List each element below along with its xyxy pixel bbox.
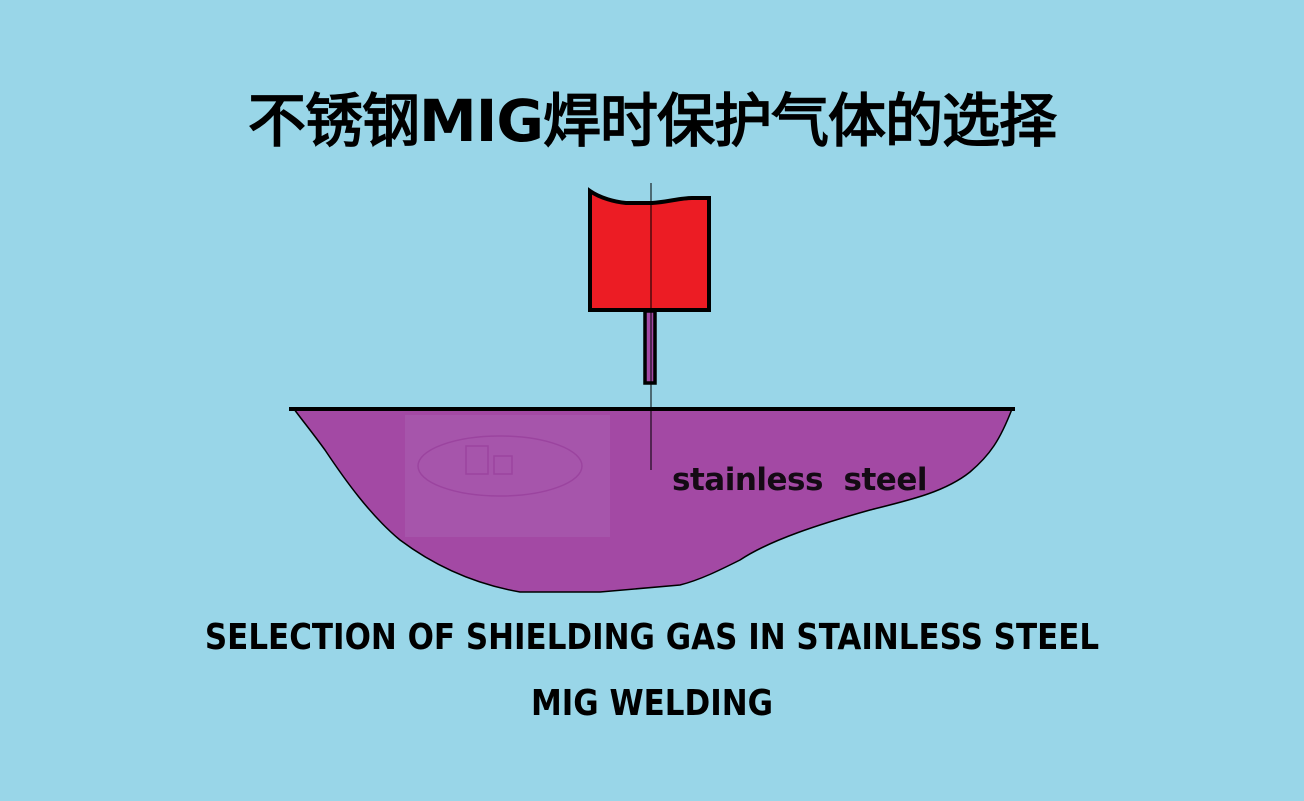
watermark: [405, 415, 610, 537]
caption-line-2: MIG WELDING: [530, 683, 774, 724]
material-label: stainless steel: [672, 462, 927, 498]
weld-pool: [292, 408, 1014, 593]
welding-wire: [643, 309, 657, 385]
caption-line-1: SELECTION OF SHIELDING GAS IN STAINLESS …: [204, 617, 1100, 658]
title-chinese: 不锈钢MIG焊时保护气体的选择: [248, 87, 1057, 155]
torch-nozzle: [588, 187, 711, 312]
